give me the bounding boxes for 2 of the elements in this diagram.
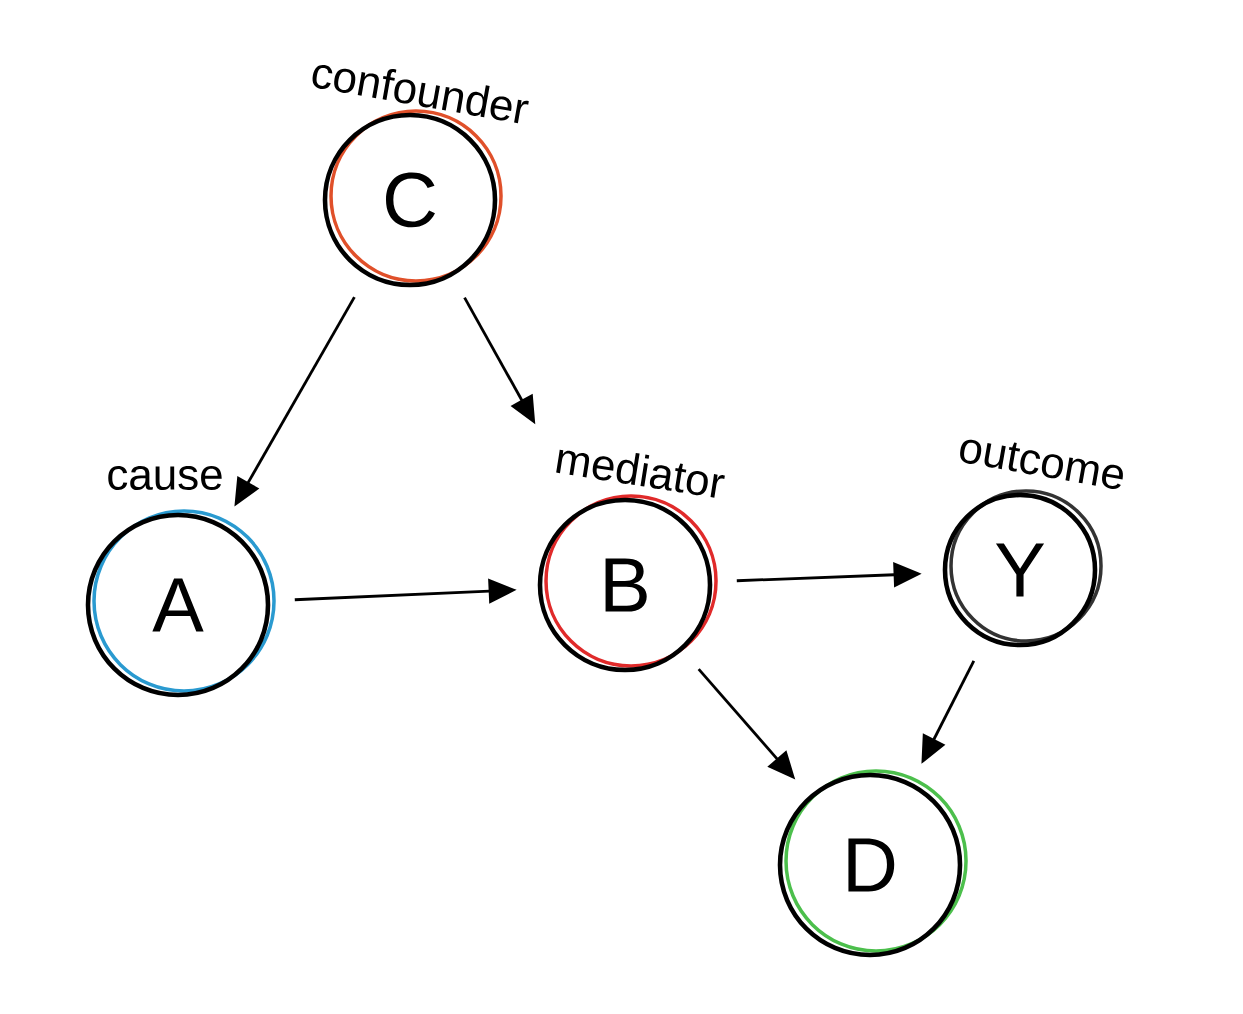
node-label: cause <box>108 465 222 491</box>
node-label: outcome <box>960 439 1123 489</box>
